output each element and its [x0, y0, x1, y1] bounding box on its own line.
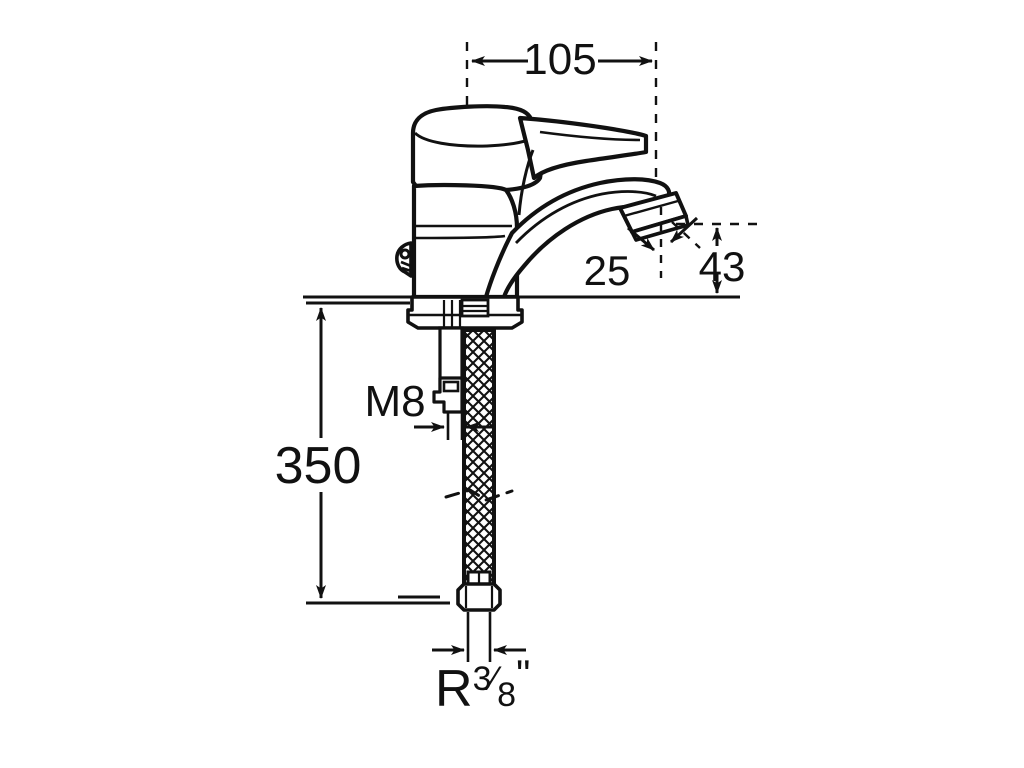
hose-end-connector [456, 570, 502, 612]
dimension-r38: R3⁄8" [398, 595, 530, 718]
deck-nut [460, 298, 490, 318]
dimension-m8: M8 [364, 377, 496, 440]
faucet-body [411, 182, 520, 300]
dimension-105-label: 105 [523, 35, 596, 84]
threaded-shank [432, 300, 464, 414]
set-screw-detail [395, 241, 413, 278]
dimension-m8-label: M8 [364, 377, 425, 426]
dimension-25: 25 [584, 207, 701, 294]
lever-arm [517, 115, 649, 216]
faucet-assembly [395, 104, 690, 612]
dimension-350: 350 [275, 301, 450, 605]
r38-prefix: R [435, 660, 473, 718]
hose-break-symbol [444, 488, 514, 502]
r38-inch-mark: " [516, 653, 530, 697]
braided-hose [462, 328, 496, 594]
dimension-r38-label: R3⁄8" [435, 653, 530, 718]
r38-denominator: 8 [497, 676, 516, 714]
dimension-43-label: 43 [699, 243, 746, 290]
dimension-43: 43 [676, 222, 760, 294]
r38-numerator: 3 [473, 660, 492, 698]
dimension-105: 105 [471, 35, 653, 84]
dimension-25-label: 25 [584, 247, 631, 294]
dimension-350-label: 350 [275, 437, 362, 495]
